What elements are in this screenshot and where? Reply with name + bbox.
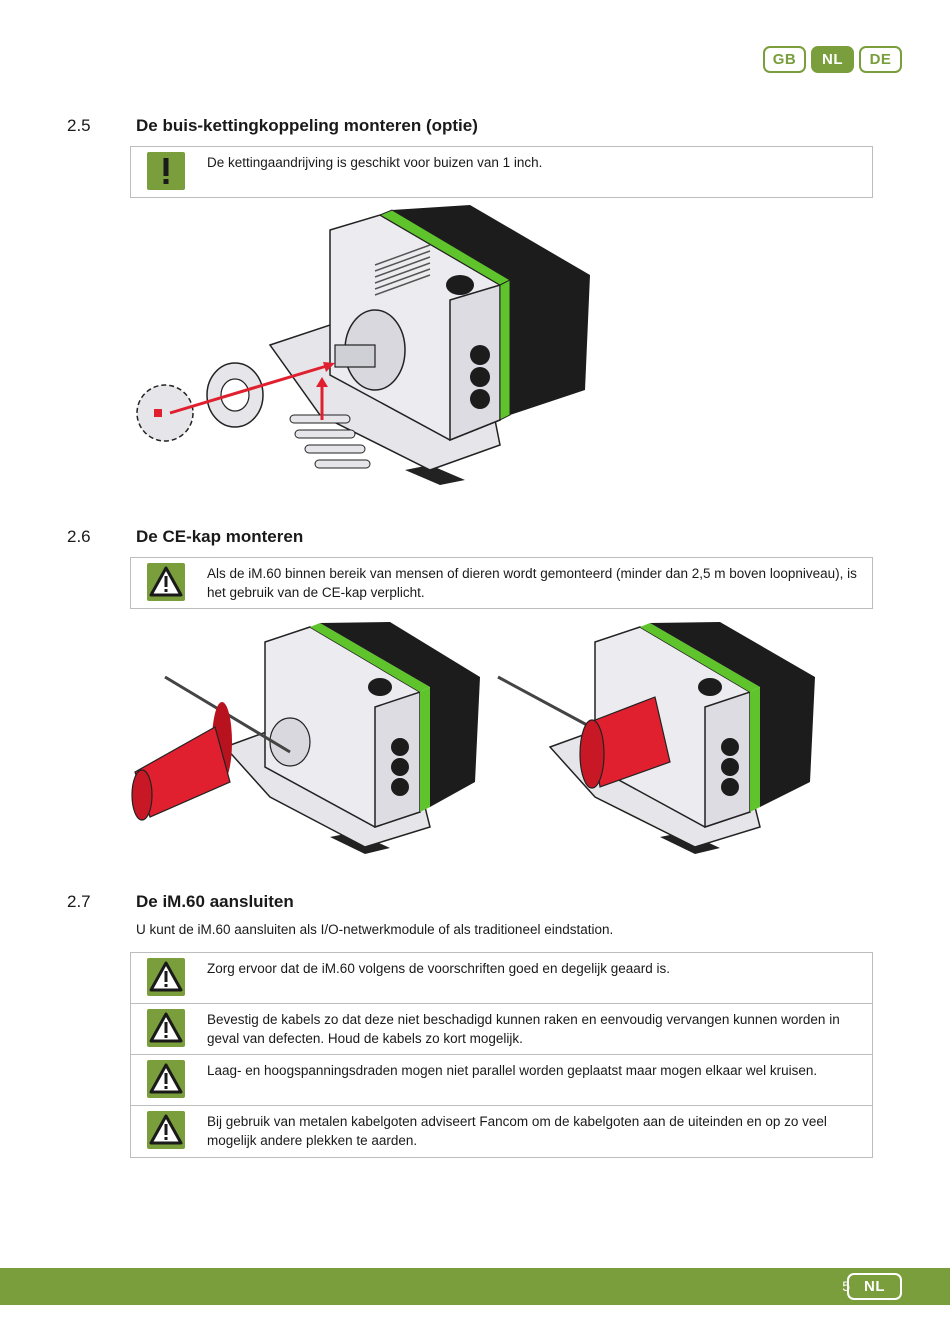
- note-row: Als de iM.60 binnen bereik van mensen of…: [131, 558, 872, 608]
- note-icon-cell: [131, 147, 201, 197]
- device-before-cap: [131, 622, 480, 854]
- language-tab-gb[interactable]: GB: [763, 46, 806, 73]
- note-icon-cell: [131, 953, 201, 1003]
- section-number: 2.5: [67, 116, 91, 135]
- note-icon-cell: [131, 1106, 201, 1157]
- section-title: De buis-kettingkoppeling monteren (optie…: [136, 116, 478, 135]
- note-row: Bevestig de kabels zo dat deze niet besc…: [131, 1004, 872, 1055]
- note-text: Zorg ervoor dat de iM.60 volgens de voor…: [207, 961, 671, 976]
- language-selector: GB NL DE: [763, 46, 902, 73]
- warning-triangle-icon: [147, 1009, 185, 1047]
- footer-language-badge: NL: [847, 1273, 902, 1300]
- note-box: Zorg ervoor dat de iM.60 volgens de voor…: [130, 952, 873, 1158]
- note-icon-cell: [131, 1004, 201, 1054]
- note-box: De kettingaandrijving is geschikt voor b…: [130, 146, 873, 198]
- note-text: Laag- en hoogspanningsdraden mogen niet …: [207, 1063, 818, 1078]
- section-number: 2.7: [67, 892, 91, 911]
- section-title: De CE-kap monteren: [136, 527, 304, 546]
- note-row: Laag- en hoogspanningsdraden mogen niet …: [131, 1055, 872, 1106]
- language-tab-nl[interactable]: NL: [811, 46, 854, 73]
- chain-coupling-illustration: [136, 205, 590, 485]
- section-number: 2.6: [67, 527, 91, 546]
- note-icon-cell: [131, 1055, 201, 1105]
- warning-triangle-icon: [147, 1111, 185, 1149]
- note-row: De kettingaandrijving is geschikt voor b…: [131, 147, 872, 197]
- note-row: Zorg ervoor dat de iM.60 volgens de voor…: [131, 953, 872, 1004]
- section-intro: U kunt de iM.60 aansluiten als I/O-netwe…: [136, 922, 614, 937]
- device-with-cap: [497, 622, 815, 854]
- note-text: Bevestig de kabels zo dat deze niet besc…: [207, 1012, 840, 1046]
- warning-triangle-icon: [147, 563, 185, 601]
- exclamation-icon: [147, 152, 185, 190]
- section-title: De iM.60 aansluiten: [136, 892, 294, 911]
- warning-triangle-icon: [147, 1060, 185, 1098]
- warning-triangle-icon: [147, 958, 185, 996]
- note-box: Als de iM.60 binnen bereik van mensen of…: [130, 557, 873, 609]
- note-row: Bij gebruik van metalen kabelgoten advis…: [131, 1106, 872, 1157]
- note-text: De kettingaandrijving is geschikt voor b…: [207, 155, 543, 170]
- page-number: 5: [842, 1278, 850, 1294]
- page-footer: 5 NL: [0, 1268, 950, 1305]
- language-tab-de[interactable]: DE: [859, 46, 902, 73]
- note-text: Als de iM.60 binnen bereik van mensen of…: [207, 566, 857, 600]
- ce-cap-illustration: [131, 622, 815, 854]
- note-icon-cell: [131, 558, 201, 608]
- note-text: Bij gebruik van metalen kabelgoten advis…: [207, 1114, 827, 1148]
